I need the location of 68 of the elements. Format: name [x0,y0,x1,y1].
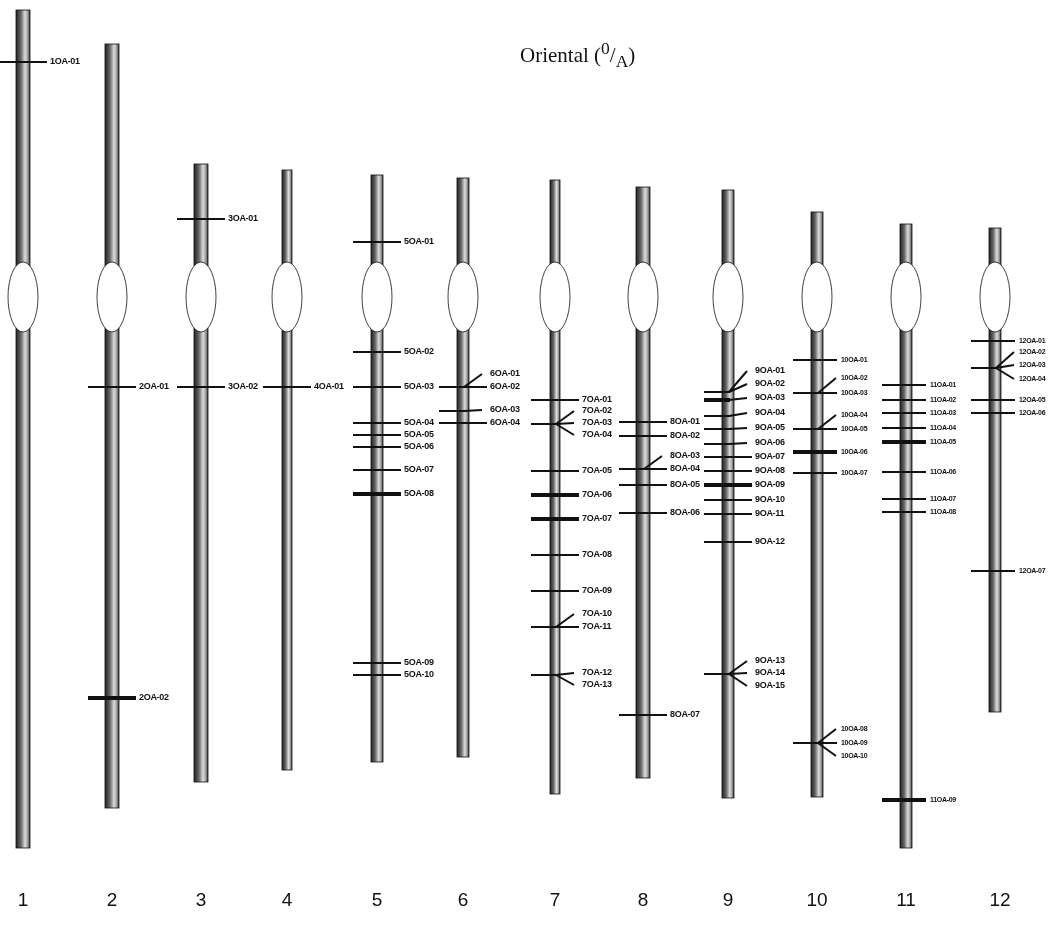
marker-label: 8OA-03 [670,451,700,460]
marker-label: 1OA-01 [50,57,80,66]
marker-label: 6OA-04 [490,418,520,427]
marker-label: 5OA-01 [404,237,434,246]
marker-label: 7OA-04 [582,430,612,439]
marker-label: 8OA-07 [670,710,700,719]
marker-label: 5OA-09 [404,658,434,667]
marker-label: 6OA-02 [490,382,520,391]
chromosome-number: 12 [989,890,1011,909]
marker-label: 2OA-01 [139,382,169,391]
marker-label: 7OA-12 [582,668,612,677]
marker-label: 5OA-02 [404,347,434,356]
chromosome-number: 9 [722,890,734,909]
marker-label: 5OA-04 [404,418,434,427]
marker-label: 7OA-01 [582,395,612,404]
marker-label: 8OA-01 [670,417,700,426]
marker-label: 9OA-02 [755,379,785,388]
marker-label: 9OA-12 [755,537,785,546]
marker-label: 5OA-08 [404,489,434,498]
marker-label: 7OA-02 [582,406,612,415]
chromosome-number: 3 [195,890,207,909]
marker-label: 2OA-02 [139,693,169,702]
chromosome-number: 2 [106,890,118,909]
chromosome-number: 7 [549,890,561,909]
marker-label: 7OA-07 [582,514,612,523]
marker-label: 9OA-14 [755,668,785,677]
marker-label: 7OA-03 [582,418,612,427]
marker-label: 5OA-06 [404,442,434,451]
marker-label: 9OA-15 [755,681,785,690]
marker-label: 6OA-01 [490,369,520,378]
marker-label: 5OA-07 [404,465,434,474]
marker-label: 3OA-01 [228,214,258,223]
chromosome-number: 11 [896,890,916,909]
marker-label: 9OA-11 [755,509,785,518]
marker-label: 7OA-08 [582,550,612,559]
marker-label: 8OA-04 [670,464,700,473]
marker-label: 8OA-02 [670,431,700,440]
chromosome-number: 1 [17,890,29,909]
marker-label: 9OA-07 [755,452,785,461]
chromosome-number: 8 [637,890,649,909]
marker-label: 8OA-06 [670,508,700,517]
marker-label: 3OA-02 [228,382,258,391]
marker-label: 8OA-05 [670,480,700,489]
marker-label: 9OA-06 [755,438,785,447]
chromosome-number: 6 [457,890,469,909]
marker-label: 7OA-09 [582,586,612,595]
marker-label: 7OA-11 [582,622,612,631]
marker-label: 9OA-08 [755,466,785,475]
marker-label: 4OA-01 [314,382,344,391]
chromosome-number: 4 [281,890,293,909]
marker-label: 7OA-05 [582,466,612,475]
marker-label: 7OA-06 [582,490,612,499]
marker-label: 9OA-09 [755,480,785,489]
marker-label: 5OA-03 [404,382,434,391]
marker-label: 5OA-10 [404,670,434,679]
marker-label: 9OA-01 [755,366,785,375]
chromosome-number: 5 [371,890,383,909]
marker-label: 9OA-03 [755,393,785,402]
chromosome-number: 10 [806,890,828,909]
marker-label: 9OA-05 [755,423,785,432]
marker-label: 7OA-13 [582,680,612,689]
marker-label: 9OA-04 [755,408,785,417]
chart-title: Oriental ($^{0}$/$_{A}$) [520,40,636,71]
marker-label: 5OA-05 [404,430,434,439]
marker-label: 9OA-10 [755,495,785,504]
marker-label: 6OA-03 [490,405,520,414]
marker-label: 9OA-13 [755,656,785,665]
marker-label: 7OA-10 [582,609,612,618]
